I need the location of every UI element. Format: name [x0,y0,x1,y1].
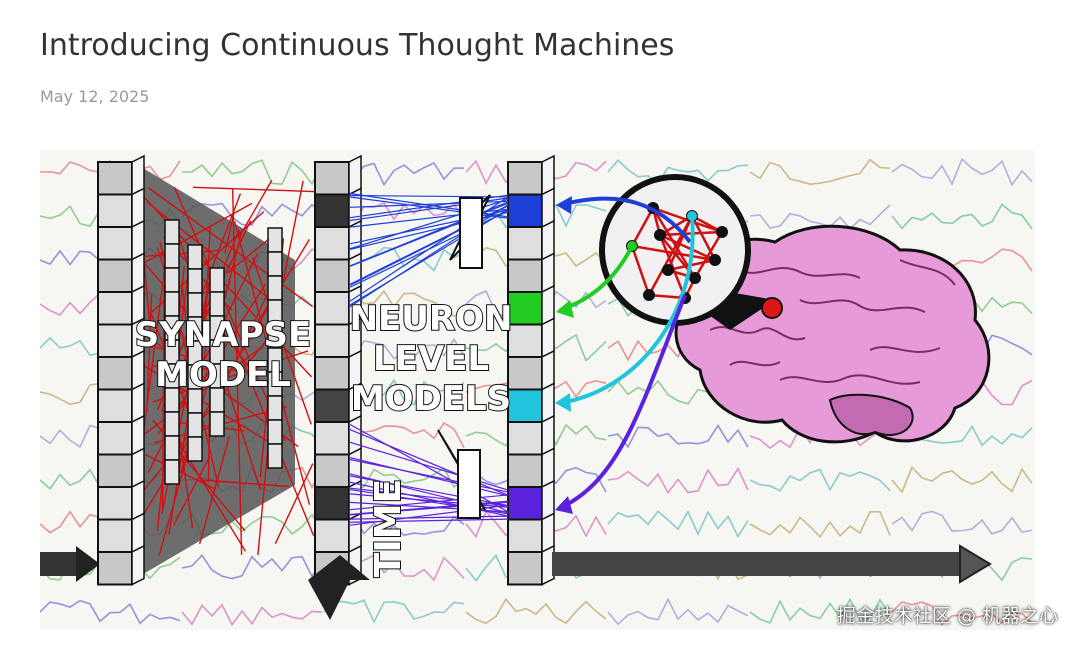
neuron-cell [315,227,349,260]
synapse-layer-cell [210,268,224,292]
neuron-cell [508,195,542,228]
neuron-cell [315,455,349,488]
neuron-cell [98,292,132,325]
article-date: May 12, 2025 [40,87,149,106]
neuron-cell [98,390,132,423]
synapse-layer-cell [268,444,282,468]
neuron-cell-side [132,546,144,585]
neuron-cell [315,325,349,358]
input-state-column [98,156,144,585]
synapse-layer-cell [188,245,202,269]
neuron-cell [98,325,132,358]
neuron-cell [98,195,132,228]
neuron-cell [508,455,542,488]
synapse-layer-cell [210,412,224,436]
synapse-layer-cell [165,436,179,460]
neuron-cell [315,260,349,293]
ctm-diagram-figure: SYNAPSE MODEL NEURON LEVEL MODELS TIME [40,150,1035,630]
neuron-cell [98,227,132,260]
post-activation-column [508,156,554,585]
neuron-cell [508,552,542,585]
synapse-layer-cell [165,220,179,244]
synapse-layer-cell [165,460,179,484]
synapse-layer-cell [165,292,179,316]
synapse-layer-cell [188,437,202,461]
synapse-layer-cell [268,252,282,276]
synapse-layer-cell [268,276,282,300]
neuron-cell [315,422,349,455]
watermark-text: 掘金技术社区 @ 机器之心 [837,601,1058,628]
neuron-cell [98,552,132,585]
network-node [663,265,674,276]
neuron-cell [315,390,349,423]
synapse-layer-cell [188,413,202,437]
neuron-cell [315,487,349,520]
neuron-cell [508,487,542,520]
article-title: Introducing Continuous Thought Machines [40,28,674,63]
neuron-cell [508,162,542,195]
time-label: TIME [368,479,409,577]
neuron-label-line2: LEVEL [373,339,489,379]
neuron-cell [508,227,542,260]
synapse-label-line2: MODEL [155,355,291,395]
neuron-cell [315,357,349,390]
synapse-layer-cell [165,244,179,268]
synapse-layer-cell [188,269,202,293]
neuron-cell [508,390,542,423]
synapse-layer-cell [188,293,202,317]
network-node [710,255,721,266]
synapse-label-line1: SYNAPSE [135,315,312,355]
network-node [717,227,728,238]
synapse-layer-cell [268,228,282,252]
neuron-cell [98,487,132,520]
neuron-cell [508,422,542,455]
neuron-cell [508,260,542,293]
network-node [655,230,666,241]
network-node [644,290,655,301]
neuron-cell [98,357,132,390]
network-node [690,273,701,284]
neuron-cell [508,357,542,390]
neuron-cell [98,455,132,488]
synapse-layer-cell [268,420,282,444]
neuron-label-line3: MODELS [351,379,511,419]
neuron-cell [315,520,349,553]
ctm-diagram-svg: SYNAPSE MODEL NEURON LEVEL MODELS TIME [40,150,1035,630]
neuron-cell [315,292,349,325]
synapse-layer-cell [165,412,179,436]
neuron-cell [98,422,132,455]
neuron-cell [315,195,349,228]
neuron-cell [98,520,132,553]
neuron-cell [508,520,542,553]
neuron-cell [508,292,542,325]
neuron-cell [98,162,132,195]
neuron-cell [98,260,132,293]
synapse-layer-cell [210,292,224,316]
synapse-layer-cell [165,268,179,292]
neuron-cell [315,162,349,195]
brain-focus-point [762,298,782,318]
neuron-label-line1: NEURON [350,299,513,339]
synapse-layer-cell [268,396,282,420]
neuron-cell [508,325,542,358]
